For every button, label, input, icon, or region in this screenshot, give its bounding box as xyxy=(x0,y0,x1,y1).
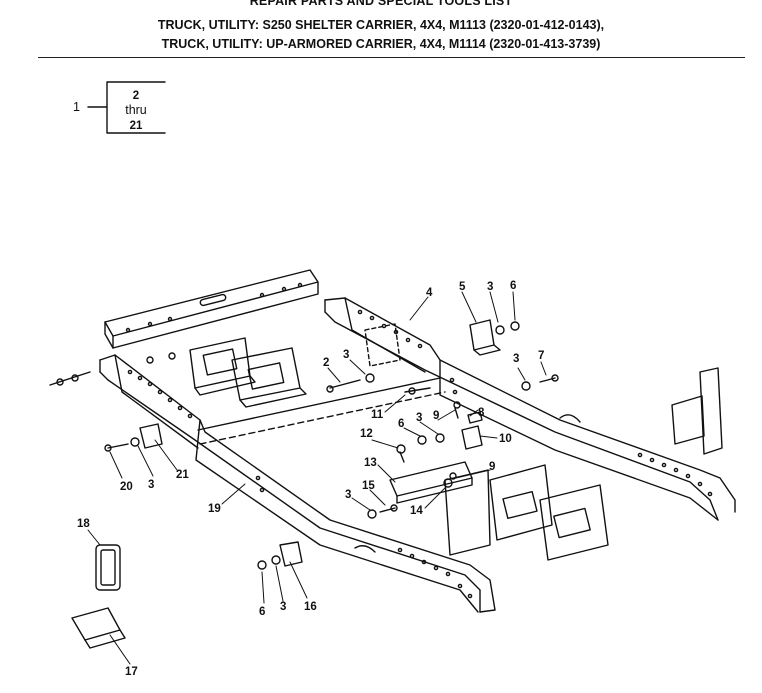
left-frame-rail xyxy=(99,354,496,613)
callout-10: 10 xyxy=(499,433,512,445)
callout-11: 11 xyxy=(371,409,384,421)
callout-4: 4 xyxy=(426,287,433,299)
item-bracket xyxy=(87,81,166,134)
callout-8: 8 xyxy=(478,407,485,419)
callout-14: 14 xyxy=(410,505,423,517)
bracket-5 xyxy=(469,319,501,356)
bracket-to-label: 21 xyxy=(130,120,143,132)
rear-crossmember xyxy=(104,269,319,349)
callout-3: 3 xyxy=(343,349,349,361)
clip-17 xyxy=(71,607,126,649)
callout-6: 6 xyxy=(259,606,265,618)
callout-3: 3 xyxy=(513,353,519,365)
bracket-word-label: thru xyxy=(125,103,147,117)
callout-12: 12 xyxy=(360,428,373,440)
callout-6: 6 xyxy=(510,280,516,292)
mounting-plate xyxy=(389,461,473,504)
callout-21: 21 xyxy=(176,469,189,481)
callout-17: 17 xyxy=(125,666,138,678)
subtitle-line-2: TRUCK, UTILITY: UP-ARMORED CARRIER, 4X4,… xyxy=(161,37,601,51)
right-mounting-brackets xyxy=(444,367,723,561)
hidden-bracket xyxy=(364,323,401,367)
callout-5: 5 xyxy=(459,281,466,293)
leader-lines xyxy=(87,291,547,665)
header-rule xyxy=(38,57,745,58)
brackets-8-10 xyxy=(461,411,483,450)
callout-13: 13 xyxy=(364,457,377,469)
callout-3: 3 xyxy=(345,489,351,501)
bracket-item-label: 1 xyxy=(73,100,80,114)
page-title: REPAIR PARTS AND SPECIAL TOOLS LIST xyxy=(249,0,513,8)
rear-mounting-brackets xyxy=(189,337,307,408)
callout-3: 3 xyxy=(416,412,422,424)
callout-3: 3 xyxy=(148,479,154,491)
bracket-16 xyxy=(279,541,303,567)
shackle-18 xyxy=(95,544,121,591)
center-crossmember xyxy=(197,377,446,445)
bracket-from-label: 2 xyxy=(133,90,139,102)
fasteners xyxy=(49,321,559,570)
callout-3: 3 xyxy=(487,281,493,293)
callout-9: 9 xyxy=(489,461,495,473)
bracket-21 xyxy=(139,423,163,449)
callout-16: 16 xyxy=(304,601,317,613)
callout-18: 18 xyxy=(77,518,90,530)
subtitle-line-1: TRUCK, UTILITY: S250 SHELTER CARRIER, 4X… xyxy=(157,18,605,32)
callout-15: 15 xyxy=(362,480,375,492)
right-frame-rail xyxy=(324,297,736,521)
callout-7: 7 xyxy=(538,350,544,362)
callout-9: 9 xyxy=(433,410,439,422)
callout-19: 19 xyxy=(208,503,221,515)
callout-2: 2 xyxy=(323,357,329,369)
callout-6: 6 xyxy=(398,418,404,430)
callout-20: 20 xyxy=(120,481,133,493)
callout-3: 3 xyxy=(280,601,286,613)
